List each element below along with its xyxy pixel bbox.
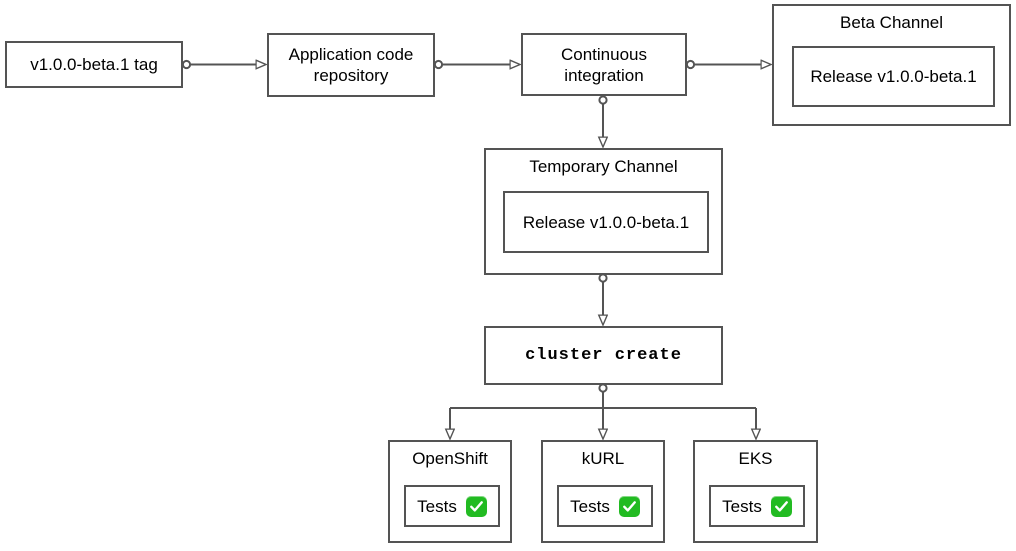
check-mark-button-icon [618, 495, 640, 517]
node-kurl-tests-label: Tests [570, 496, 610, 516]
node-openshift-tests[interactable]: Tests [404, 485, 500, 527]
node-continuous-integration[interactable]: Continuous integration [521, 33, 687, 96]
node-openshift-title: OpenShift [412, 449, 488, 468]
node-cluster-create[interactable]: cluster create [484, 326, 723, 385]
node-openshift-tests-label: Tests [417, 496, 457, 516]
edge-source-dot [598, 273, 608, 283]
node-kurl-tests[interactable]: Tests [557, 485, 653, 527]
node-application-code-repository[interactable]: Application code repository [267, 33, 435, 97]
node-eks-tests[interactable]: Tests [709, 485, 805, 527]
node-openshift[interactable]: OpenShift Tests [388, 440, 512, 543]
node-beta-channel-release[interactable]: Release v1.0.0-beta.1 [792, 46, 995, 107]
node-eks-title: EKS [738, 449, 773, 468]
node-tag[interactable]: v1.0.0-beta.1 tag [5, 41, 183, 88]
node-beta-channel-title: Beta Channel [839, 13, 944, 32]
node-kurl-title: kURL [581, 449, 625, 468]
check-mark-button-icon [465, 495, 487, 517]
node-temporary-channel[interactable]: Temporary Channel Release v1.0.0-beta.1 [484, 148, 723, 275]
node-temporary-channel-release-label: Release v1.0.0-beta.1 [522, 212, 690, 232]
check-mark-button-icon [770, 495, 792, 517]
node-kurl[interactable]: kURL Tests [541, 440, 665, 543]
node-eks-tests-label: Tests [722, 496, 762, 516]
node-temporary-channel-title: Temporary Channel [529, 157, 678, 176]
node-temporary-channel-release[interactable]: Release v1.0.0-beta.1 [503, 191, 709, 253]
edge-source-dot [598, 383, 608, 393]
node-application-code-repository-label: Application code repository [288, 45, 414, 85]
edge-source-dot [433, 59, 444, 70]
node-cluster-create-label: cluster create [525, 346, 682, 365]
edge-source-dot [685, 59, 696, 70]
node-beta-channel[interactable]: Beta Channel Release v1.0.0-beta.1 [772, 4, 1011, 126]
node-beta-channel-release-label: Release v1.0.0-beta.1 [810, 67, 977, 86]
node-tag-label: v1.0.0-beta.1 tag [30, 55, 158, 74]
node-continuous-integration-label: Continuous integration [560, 44, 647, 85]
node-eks[interactable]: EKS Tests [693, 440, 818, 543]
edge-source-dot [181, 59, 192, 70]
edge-source-dot [598, 95, 608, 105]
